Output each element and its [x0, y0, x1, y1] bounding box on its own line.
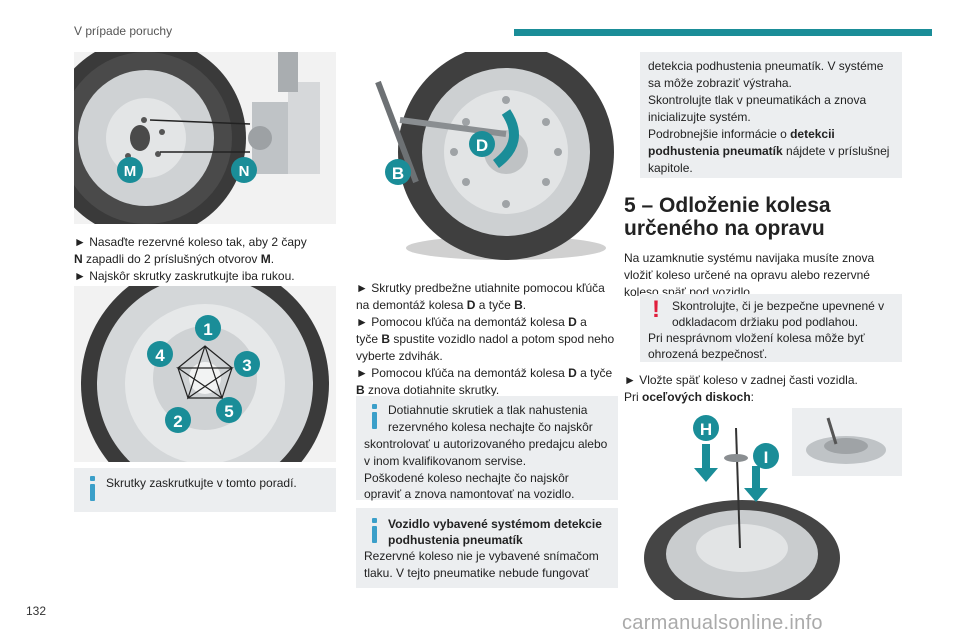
label-d: D — [466, 298, 476, 312]
step-text: vyberte zdvihák. — [356, 349, 443, 363]
callout-5: 5 — [224, 402, 233, 421]
para-line: Na uzamknutie systému navijaka musíte zn… — [624, 251, 875, 265]
info-box: Vozidlo vybavené systémom detekcie podhu… — [356, 508, 618, 588]
info-line: tlaku. V tejto pneumatike nebude fungova… — [364, 566, 590, 580]
step-text: zapadli do 2 príslušných otvorov — [82, 252, 261, 266]
step-text: ► Nasaďte rezervné koleso tak, aby 2 čap… — [74, 235, 307, 249]
step-text: znova dotiahnite skrutky. — [364, 383, 500, 397]
header-accent-bar — [514, 29, 932, 36]
section-header: V prípade poruchy — [74, 24, 173, 38]
info-line: Skontrolujte tlak v pneumatikách a znova — [648, 93, 867, 107]
page-number: 132 — [26, 604, 47, 618]
info-line: rezervného kolesa nechajte čo najskôr — [388, 420, 593, 434]
info-bold: detekcii — [790, 127, 835, 141]
wheel-hub-illustration: M N — [74, 52, 336, 224]
step-text: a — [576, 315, 587, 329]
step-text: : — [750, 390, 755, 404]
warning-line: Skontrolujte, či je bezpečne upevnené v — [672, 299, 885, 313]
spare-wheel-illustration: H I — [640, 408, 902, 600]
step-text: ► Vložte späť koleso v zadnej časti vozi… — [624, 373, 858, 387]
info-line: opraviť a znova namontovať na vozidlo. — [364, 487, 575, 501]
callout-n: N — [239, 163, 250, 180]
step-text: na demontáž kolesa — [356, 298, 467, 312]
info-line: kapitole. — [648, 161, 693, 175]
step-bold: oceľových diskoch — [642, 390, 751, 404]
label-d: D — [568, 315, 577, 329]
heading-line: určeného na opravu — [624, 217, 825, 240]
heading-line: 5 – Odloženie kolesa — [624, 194, 831, 217]
callout-1: 1 — [203, 320, 212, 339]
step-text: ► Pomocou kľúča na demontáž kolesa — [356, 366, 569, 380]
section-heading: 5 – Odloženie kolesa určeného na opravu — [624, 194, 831, 240]
info-line: nájdete v príslušnej — [782, 144, 890, 158]
info-text: Skrutky zaskrutkujte v tomto poradí. — [106, 476, 297, 490]
info-line: Podrobnejšie informácie o — [648, 127, 791, 141]
callout-m: M — [124, 163, 137, 180]
info-title: Vozidlo vybavené systémom detekcie — [388, 517, 602, 531]
callout-3: 3 — [242, 356, 251, 375]
warning-line: odkladacom držiaku pod podlahou. — [672, 315, 859, 329]
info-box-continued: detekcia podhustenia pneumatík. V systém… — [640, 52, 902, 178]
label-n: N — [74, 252, 83, 266]
watermark: carmanualsonline.info — [622, 612, 823, 634]
wrench-illustration: D B — [356, 52, 618, 264]
label-b: B — [514, 298, 523, 312]
info-bold: podhustenia pneumatík — [648, 144, 783, 158]
label-b: B — [356, 383, 365, 397]
info-box: Dotiahnutie skrutiek a tlak nahustenia r… — [356, 396, 618, 501]
callout-2: 2 — [173, 412, 182, 431]
info-line: Rezervné koleso nie je vybavené snímačom — [364, 549, 599, 563]
callout-b: B — [392, 164, 404, 183]
label-b: B — [381, 332, 391, 346]
step-text: a tyče — [576, 366, 613, 380]
info-line: sa môže zobraziť výstraha. — [648, 76, 792, 90]
callout-i: I — [764, 448, 769, 467]
warning-line: ohrozená bezpečnosť. — [648, 347, 768, 361]
step-text: tyče — [356, 332, 382, 346]
info-box: Skrutky zaskrutkujte v tomto poradí. — [74, 468, 336, 512]
para-line: vložiť koleso určené na opravu alebo rez… — [624, 268, 870, 282]
warning-line: Pri nesprávnom vložení kolesa môže byť — [648, 331, 865, 345]
callout-d: D — [476, 136, 488, 155]
callout-4: 4 — [155, 346, 165, 365]
info-line: detekcia podhustenia pneumatík. V systém… — [648, 59, 884, 73]
info-title: podhustenia pneumatík — [388, 533, 523, 547]
step-text: spustite vozidlo nadol a potom spod neho — [390, 332, 615, 346]
info-line: inicializujte systém. — [648, 110, 751, 124]
step-text: ► Skrutky predbežne utiahnite pomocou kľ… — [356, 281, 605, 295]
step-text: . — [270, 252, 275, 266]
bolt-order-illustration: 1 2 3 4 5 — [74, 286, 336, 462]
callout-h: H — [700, 420, 712, 439]
label-m: M — [260, 252, 271, 266]
step-text: a tyče — [475, 298, 515, 312]
label-d: D — [568, 366, 577, 380]
info-line: skontrolovať u autorizovaného predajcu a… — [364, 437, 608, 451]
step-text: ► Najskôr skrutky zaskrutkujte iba rukou… — [74, 269, 295, 283]
info-line: Poškodené koleso nechajte čo najskôr — [364, 471, 569, 485]
step-text: . — [522, 298, 527, 312]
step-text: ► Pomocou kľúča na demontáž kolesa — [356, 315, 569, 329]
warning-icon: ! — [652, 296, 660, 323]
step-text: Pri — [624, 390, 642, 404]
info-line: v inom kvalifikovanom servise. — [364, 454, 527, 468]
warning-box: ! Skontrolujte, či je bezpečne upevnené … — [640, 294, 902, 362]
info-line: Dotiahnutie skrutiek a tlak nahustenia — [388, 403, 588, 417]
